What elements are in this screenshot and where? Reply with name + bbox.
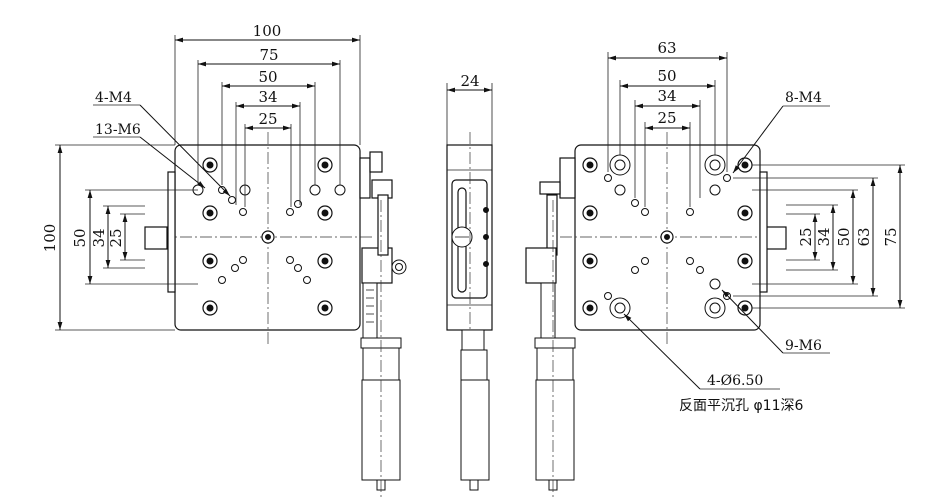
- left-view: 100 75 50 34 25 100: [41, 22, 407, 498]
- dim-50-top-r: 50: [657, 67, 676, 85]
- label-13-m6: 13-M6: [95, 122, 141, 138]
- label-9-m6: 9-M6: [785, 338, 822, 354]
- dim-25-top-r: 25: [657, 109, 676, 127]
- dim-100-top: 100: [253, 22, 282, 40]
- dim-34-top-r: 34: [657, 87, 676, 105]
- dim-100-left: 100: [41, 224, 59, 253]
- dim-25-top: 25: [258, 110, 277, 128]
- label-8-m4: 8-M4: [785, 90, 822, 106]
- side-view: 24: [446, 72, 493, 491]
- right-m6-holes: [582, 157, 753, 316]
- right-counterbores: [609, 154, 726, 319]
- right-view: 63 50 34 25 25 34: [525, 39, 905, 498]
- dim-75-right: 75: [882, 227, 900, 246]
- right-top-dimensions: 63 50 34 25: [607, 39, 728, 207]
- dim-25-right: 25: [797, 227, 815, 246]
- right-leaders: 8-M4 9-M6 4-Ø6.50 反面平沉孔 φ11深6: [623, 90, 830, 414]
- right-micrometer: [534, 200, 576, 498]
- dim-50-top: 50: [258, 68, 277, 86]
- dim-25-left: 25: [107, 228, 125, 247]
- left-m6-holes: [192, 157, 346, 316]
- left-side-dimensions: 100 50 34 25: [41, 144, 198, 331]
- dim-34-left: 34: [90, 228, 108, 247]
- note-counterbore-depth: 反面平沉孔 φ11深6: [679, 398, 803, 414]
- dim-50-right: 50: [835, 227, 853, 246]
- right-side-dimensions: 25 34 50 63 75: [733, 164, 905, 309]
- dim-24: 24: [460, 72, 479, 90]
- left-micrometer: [360, 200, 402, 498]
- dim-34-top: 34: [258, 88, 277, 106]
- dim-63-right: 63: [855, 227, 873, 246]
- dim-50-left: 50: [71, 228, 89, 247]
- right-m4-holes: [604, 174, 731, 300]
- note-counterbore-size: 4-Ø6.50: [707, 373, 763, 389]
- dim-34-right: 34: [815, 227, 833, 246]
- dim-63-top: 63: [657, 39, 676, 57]
- dim-75-top: 75: [259, 46, 278, 64]
- label-4-m4: 4-M4: [95, 90, 132, 106]
- side-micrometer: [460, 329, 490, 491]
- left-m4-holes: [218, 186, 311, 284]
- left-leaders: 4-M4 13-M6: [93, 90, 231, 197]
